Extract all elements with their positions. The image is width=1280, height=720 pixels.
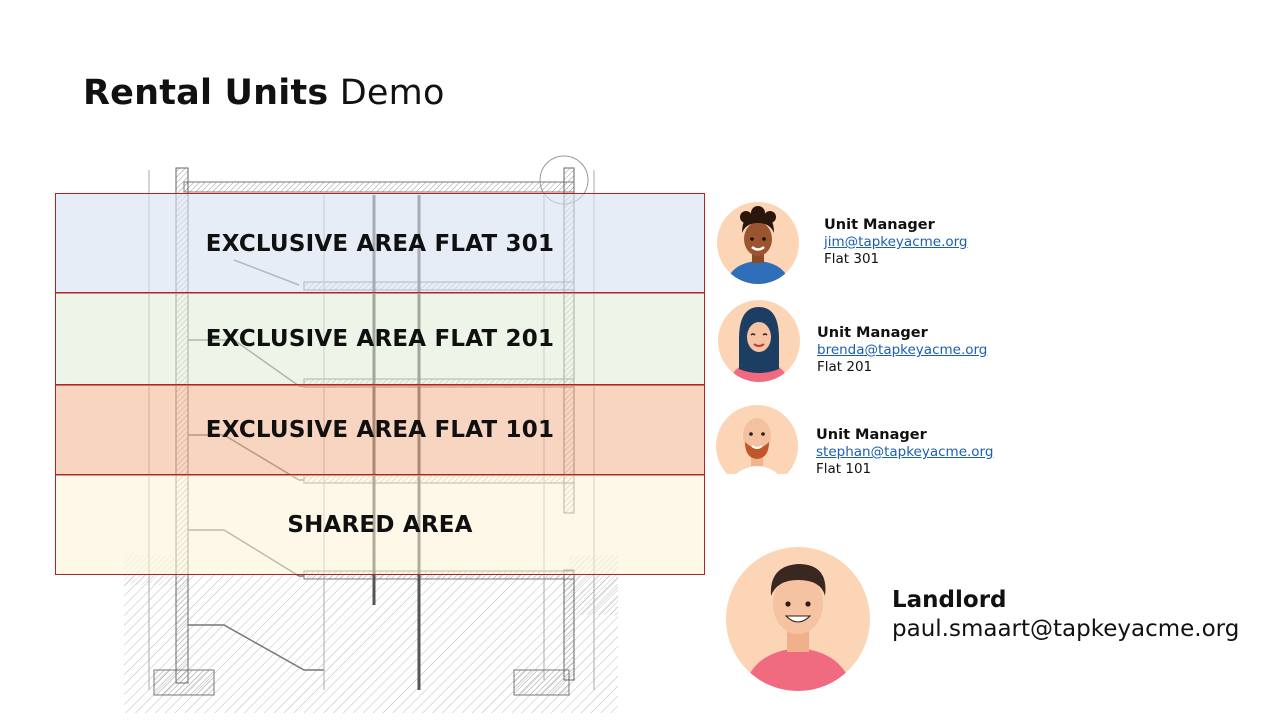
zone-flat-201[interactable]: EXCLUSIVE AREA FLAT 201 xyxy=(55,292,705,386)
manager-contact-201: Unit Manager brenda@tapkeyacme.org Flat … xyxy=(817,325,987,376)
jim-avatar-icon xyxy=(717,202,799,284)
manager-role: Unit Manager xyxy=(824,217,935,233)
landlord-email[interactable]: paul.smaart@tapkeyacme.org xyxy=(892,616,1240,642)
zone-shared-area-label: SHARED AREA xyxy=(287,511,473,538)
manager-flat: Flat 101 xyxy=(816,461,872,477)
zone-flat-201-label: EXCLUSIVE AREA FLAT 201 xyxy=(205,326,555,352)
landlord-role: Landlord xyxy=(892,587,1007,613)
manager-email-link[interactable]: brenda@tapkeyacme.org xyxy=(817,342,988,358)
manager-email-link[interactable]: stephan@tapkeyacme.org xyxy=(816,444,994,460)
manager-flat: Flat 201 xyxy=(817,359,873,375)
manager-role: Unit Manager xyxy=(816,427,927,443)
manager-flat: Flat 301 xyxy=(824,251,880,267)
page-title: Rental Units Demo xyxy=(83,70,445,116)
zone-flat-301[interactable]: EXCLUSIVE AREA FLAT 301 xyxy=(55,193,705,294)
zone-flat-301-label: EXCLUSIVE AREA FLAT 301 xyxy=(205,230,555,257)
page-title-bold: Rental Units xyxy=(83,73,329,113)
zone-flat-101[interactable]: EXCLUSIVE AREA FLAT 101 xyxy=(55,384,705,476)
landlord-contact: Landlord paul.smaart@tapkeyacme.org xyxy=(892,586,1239,644)
manager-contact-301: Unit Manager jim@tapkeyacme.org Flat 301 xyxy=(824,217,968,268)
zone-shared-area[interactable]: SHARED AREA xyxy=(55,474,705,575)
manager-email-link[interactable]: jim@tapkeyacme.org xyxy=(824,234,968,250)
brenda-avatar-icon xyxy=(718,300,800,382)
page-title-regular: Demo xyxy=(339,73,445,113)
stephan-avatar-icon xyxy=(716,405,798,474)
manager-contact-101: Unit Manager stephan@tapkeyacme.org Flat… xyxy=(816,427,993,478)
manager-role: Unit Manager xyxy=(817,325,928,341)
zone-flat-101-label: EXCLUSIVE AREA FLAT 101 xyxy=(205,417,555,443)
landlord-avatar-icon xyxy=(726,547,870,691)
